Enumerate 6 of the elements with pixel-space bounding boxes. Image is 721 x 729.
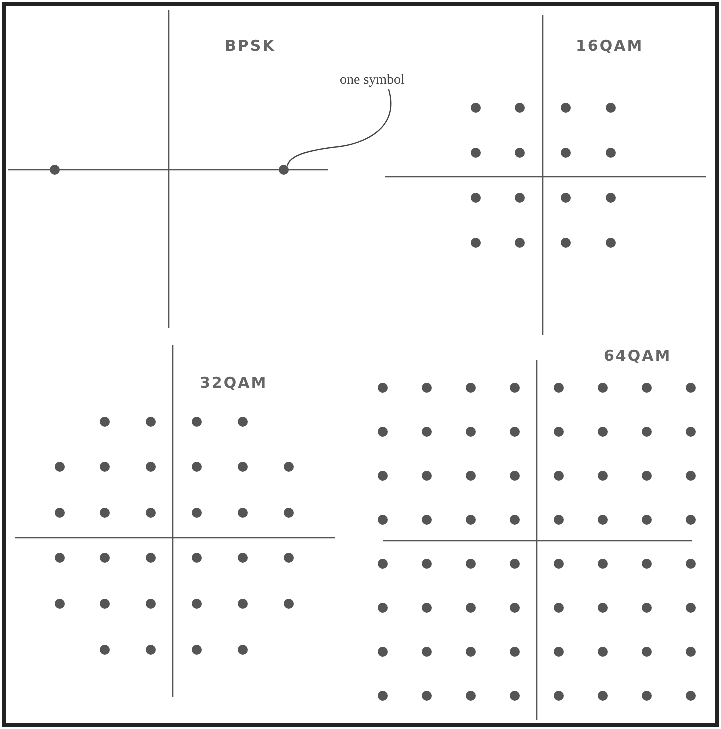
- constellation-title: 32QAM: [200, 374, 268, 392]
- constellation-title: 16QAM: [576, 37, 644, 55]
- constellation-title: 64QAM: [604, 347, 672, 365]
- callout-label: one symbol: [340, 73, 405, 89]
- leader-line: [286, 88, 392, 167]
- constellation-title: BPSK: [225, 37, 276, 55]
